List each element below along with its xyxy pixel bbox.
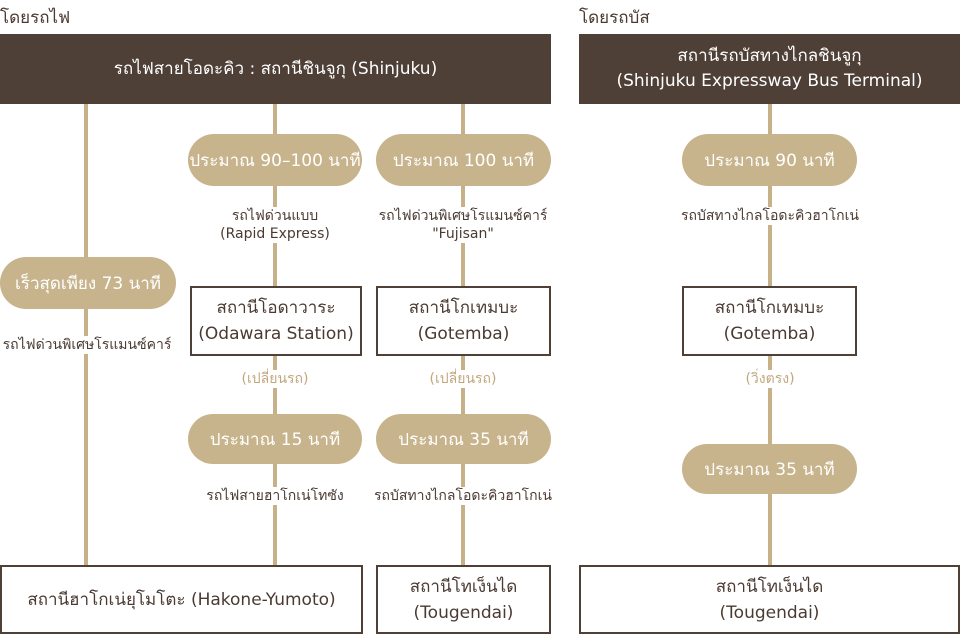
duration-text: ประมาณ 35 นาที (398, 429, 529, 450)
train-type-label-romancecar: รถไฟด่วนพิเศษโรแมนซ์คาร์ (0, 336, 175, 354)
station-name: สถานีโกเทมบะ (408, 298, 519, 318)
duration-text: ประมาณ 100 นาที (392, 150, 535, 171)
duration-text: ประมาณ 90 นาที (704, 150, 835, 171)
route-line-romancecar (84, 104, 88, 565)
transfer-label-gotemba: (เปลี่ยนรถ) (426, 370, 500, 388)
bus-type-label-gotemba: รถบัสทางไกลโอดะคิวฮาโกเน่ (371, 487, 555, 505)
train-type-name: รถไฟด่วนแบบ (231, 208, 319, 224)
bus-type-label: รถบัสทางไกลโอดะคิวฮาโกเน่ (678, 207, 862, 225)
station-name: สถานีโทเง็นได (715, 576, 824, 597)
station-english: (Tougendai) (719, 602, 820, 623)
station-box-gotemba-bus: สถานีโกเทมบะ (Gotemba) (682, 286, 857, 356)
station-name: สถานีโทเง็นได (409, 576, 518, 597)
station-box-odawara: สถานีโอดาวาระ (Odawara Station) (190, 286, 362, 356)
train-origin-label: รถไฟสายโอดะคิว : สถานีชินจูกุ (Shinjuku) (113, 58, 438, 79)
train-type-label-tozan: รถไฟสายฮาโกเน่โทซัง (203, 487, 347, 505)
destination-box-tougendai-train: สถานีโทเง็นได (Tougendai) (376, 565, 551, 634)
duration-pill-bus-gotemba: ประมาณ 90 นาที (682, 134, 857, 186)
train-type-label-fujisan: รถไฟด่วนพิเศษโรแมนซ์คาร์ "Fujisan" (375, 207, 551, 243)
duration-pill-fujisan: ประมาณ 100 นาที (376, 134, 551, 186)
duration-text: ประมาณ 35 นาที (704, 459, 835, 480)
train-origin-header: รถไฟสายโอดะคิว : สถานีชินจูกุ (Shinjuku) (0, 34, 551, 104)
duration-pill-gotemba-bus: ประมาณ 35 นาที (376, 414, 551, 464)
transfer-label-odawara: (เปลี่ยนรถ) (238, 370, 312, 388)
destination-box-tougendai-bus: สถานีโทเง็นได (Tougendai) (579, 565, 960, 634)
train-type-name: รถไฟด่วนพิเศษโรแมนซ์คาร์ (378, 208, 548, 224)
destination-box-hakone-yumoto: สถานีฮาโกเน่ยุโมโตะ (Hakone-Yumoto) (0, 565, 363, 634)
station-english: (Odawara Station) (198, 324, 354, 344)
bus-origin-header: สถานีรถบัสทางไกลชินจูกุ (Shinjuku Expres… (579, 34, 960, 104)
station-name: สถานีฮาโกเน่ยุโมโตะ (Hakone-Yumoto) (27, 589, 336, 610)
station-name: สถานีโกเทมบะ (714, 298, 825, 318)
bus-origin-name: สถานีรถบัสทางไกลชินจูกุ (677, 46, 862, 66)
duration-pill-tozan: ประมาณ 15 นาที (188, 414, 362, 464)
bus-origin-english: (Shinjuku Expressway Bus Terminal) (616, 71, 923, 91)
station-box-gotemba: สถานีโกเทมบะ (Gotemba) (376, 286, 551, 356)
station-english: (Tougendai) (413, 602, 514, 623)
duration-text: ประมาณ 90–100 นาที (189, 150, 361, 171)
train-type-english: "Fujisan" (432, 226, 494, 242)
station-english: (Gotemba) (723, 324, 816, 344)
duration-pill-romancecar: เร็วสุดเพียง 73 นาที (0, 257, 176, 309)
direct-label: (วิ่งตรง) (742, 370, 798, 388)
train-type-english: (Rapid Express) (220, 226, 330, 242)
station-name: สถานีโอดาวาระ (216, 298, 336, 318)
duration-pill-odawara: ประมาณ 90–100 นาที (188, 134, 362, 186)
duration-text: เร็วสุดเพียง 73 นาที (15, 273, 161, 294)
train-type-label-rapid-express: รถไฟด่วนแบบ (Rapid Express) (217, 207, 333, 243)
station-english: (Gotemba) (417, 324, 510, 344)
duration-pill-bus-tougendai: ประมาณ 35 นาที (682, 444, 857, 494)
train-section-title: โดยรถไฟ (0, 8, 71, 28)
duration-text: ประมาณ 15 นาที (209, 429, 341, 450)
bus-section-title: โดยรถบัส (579, 8, 650, 28)
